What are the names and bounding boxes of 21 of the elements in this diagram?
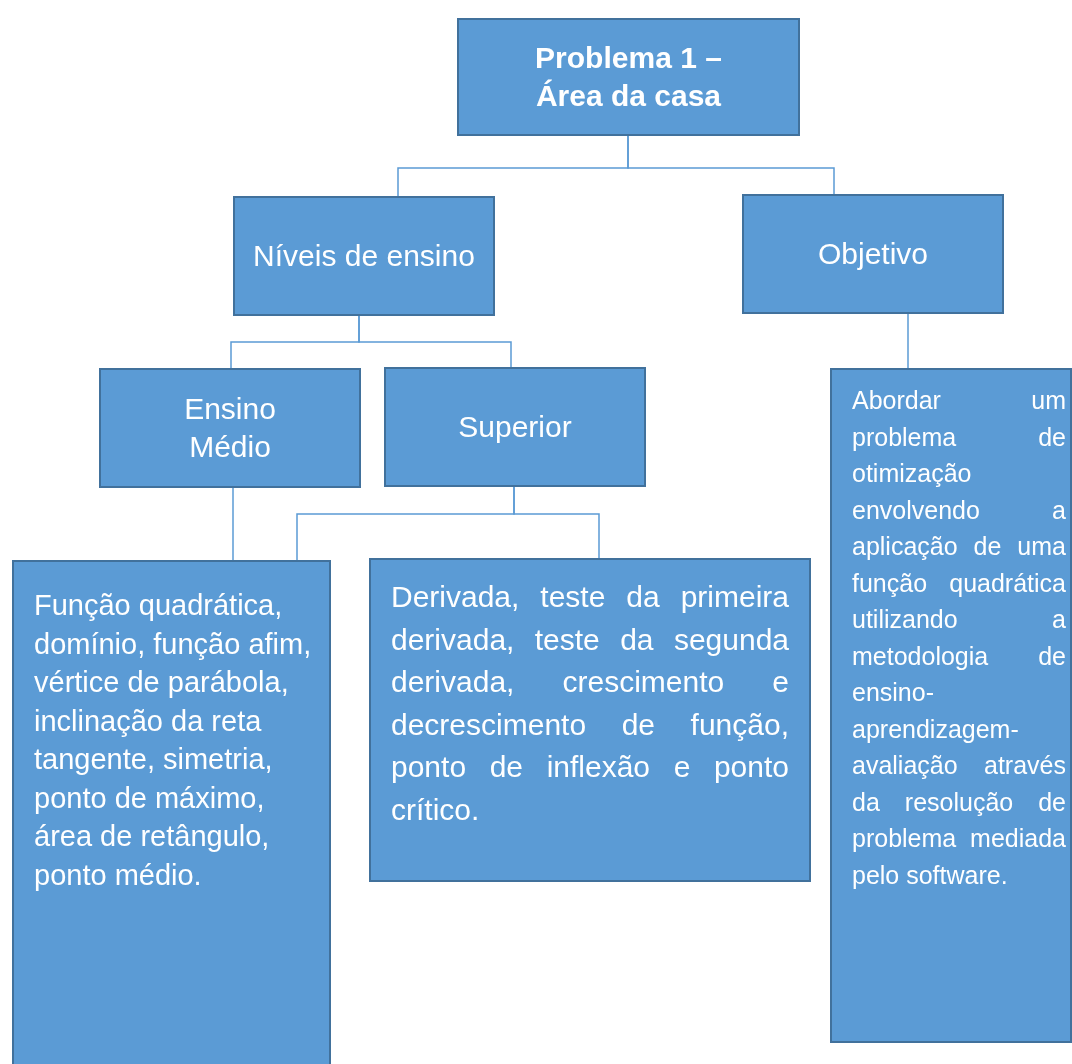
connector-line bbox=[358, 315, 512, 368]
node-text: Níveis de ensino bbox=[252, 238, 476, 274]
connector-line bbox=[232, 487, 234, 561]
category-box bbox=[233, 196, 495, 316]
node-text: Problema 1 – Área da casa bbox=[534, 40, 723, 114]
connector-line bbox=[627, 135, 835, 195]
connector-line bbox=[513, 486, 600, 559]
level-box bbox=[384, 367, 646, 487]
objective-box bbox=[830, 368, 1072, 1043]
title-box bbox=[457, 18, 800, 136]
content-box bbox=[369, 558, 811, 882]
node-text: Superior bbox=[457, 409, 573, 445]
connector-line bbox=[907, 313, 909, 369]
node-text: Abordar um problema de otimização envolvendo a aplicação de uma função quadrática utilizando a metodologia de ensino-aprendizagem-avaliação através da resolução de problema mediada pelo software. bbox=[852, 385, 1066, 891]
category-box bbox=[742, 194, 1004, 314]
node-text: Ensino Médio bbox=[183, 391, 277, 465]
level-box bbox=[99, 368, 361, 488]
node-text: Objetivo bbox=[816, 236, 930, 272]
node-text: Função quadrática, domínio, função afim, vértice de parábola, inclinação da reta tangente, simetria, ponto de máximo, área de retângulo, ponto médio. bbox=[34, 588, 313, 893]
node-text: Derivada, teste da primeira derivada, teste da segunda derivada, crescimento e decrescimento de função, ponto de inflexão e ponto crítico. bbox=[391, 579, 789, 828]
content-box bbox=[12, 560, 331, 1064]
